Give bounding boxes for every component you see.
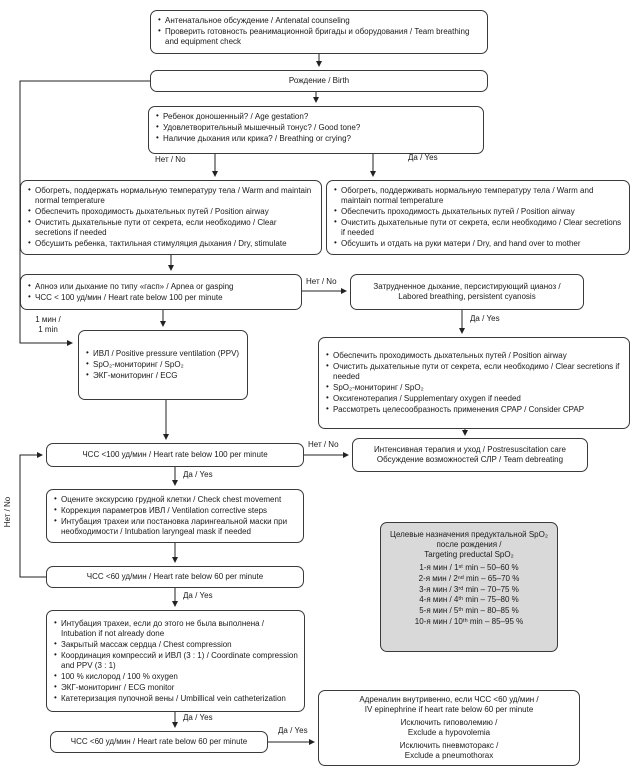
branch-label-yes: Да / Yes	[183, 470, 213, 479]
postresus-line: Интенсивная терапия и уход / Postresusci…	[374, 445, 566, 454]
epinephrine-line: Исключить гиповолемию /	[400, 718, 498, 727]
compress-item: Координация компрессий и ИВЛ (3 : 1) / C…	[53, 650, 298, 671]
oxygen-item: SpO₂-мониторинг / SpO₂	[325, 382, 623, 393]
ppv-item: ИВЛ / Positive pressure ventilation (PPV…	[85, 348, 239, 359]
labored-breathing-box: Затрудненное дыхание, персистирующий циа…	[350, 274, 584, 310]
compress-item: Интубация трахеи, если до этого не была …	[53, 618, 298, 639]
hr-below-60-repeat-label: ЧСС <60 уд/мин / Heart rate below 60 per…	[70, 737, 248, 746]
check-item: Интубация трахеи или постановка ларингеа…	[53, 516, 297, 537]
oxygen-item: Очистить дыхательные пути от секрета, ес…	[325, 361, 623, 382]
branch-label-no-vertical: Нет / No	[3, 496, 12, 528]
compress-item: ЭКГ-мониторинг / ECG monitor	[53, 682, 298, 693]
apnea-gasping-box: Апноэ или дыхание по типу «гасп» / Apnea…	[20, 274, 302, 310]
epinephrine-line: Exclude a pneumothorax	[404, 751, 494, 760]
warm-yes-item: Обсушить и отдать на руки матери / Dry, …	[333, 238, 623, 249]
warm-no-item: Очистить дыхательные пути от секрета, ес…	[27, 217, 315, 238]
branch-label-no: Нет / No	[306, 277, 337, 286]
ventilation-corrective-box: Оцените экскурсию грудной клетки / Check…	[46, 489, 304, 543]
warm-no-item: Обсушить ребенка, тактильная стимуляция …	[27, 238, 315, 249]
spo2-target-row: 3-я мин / 3ʳᵈ min – 70–75 %	[419, 584, 519, 594]
birth-label: Рождение / Birth	[288, 76, 350, 85]
spo2-target-row: 2-я мин / 2ⁿᵈ min – 65–70 %	[418, 573, 520, 583]
spo2-target-row: 1-я мин / 1ˢᵗ min – 50–60 %	[419, 563, 519, 572]
initial-assessment-box: Ребенок доношенный? / Age gestation? Удо…	[148, 106, 484, 154]
spo2-targets-box: Целевые назначения предуктальной SpO₂ по…	[380, 522, 558, 652]
labored-line: Затрудненное дыхание, персистирующий циа…	[373, 282, 561, 291]
epinephrine-line: IV epinephrine if heart rate below 60 pe…	[364, 705, 534, 714]
hr-below-60-box: ЧСС <60 уд/мин / Heart rate below 60 per…	[46, 566, 304, 588]
spo2-title-line: после рождения /	[436, 540, 502, 549]
postresuscitation-box: Интенсивная терапия и уход / Postresusci…	[352, 438, 588, 472]
warm-yes-item: Очистить дыхательные пути от секрета, ес…	[333, 217, 623, 238]
ppv-item: SpO₂-мониторинг / SpO₂	[85, 359, 239, 370]
antenatal-item: Проверить готовность реанимационной бриг…	[157, 26, 481, 47]
one-minute-label: 1 мин / 1 min	[35, 315, 61, 334]
apnea-item: ЧСС < 100 уд/мин / Heart rate below 100 …	[27, 292, 234, 303]
branch-label-yes: Да / Yes	[278, 726, 308, 735]
epinephrine-line: Exclude a hypovolemia	[407, 728, 491, 737]
spo2-target-row: 10-я мин / 10ᵗʰ min – 85–95 %	[414, 616, 524, 626]
epinephrine-line: Исключить пневмоторакс /	[399, 741, 499, 750]
chest-compression-box: Интубация трахеи, если до этого не была …	[46, 610, 305, 712]
ppv-box: ИВЛ / Positive pressure ventilation (PPV…	[78, 330, 248, 400]
check-item: Коррекция параметров ИВЛ / Ventilation c…	[53, 505, 297, 516]
postresus-line: Обсуждение возможностей СЛР / Team debre…	[376, 455, 564, 464]
epinephrine-line: Адреналин внутривенно, если ЧСС <60 уд/м…	[359, 695, 539, 704]
birth-box: Рождение / Birth	[150, 70, 488, 92]
warm-no-item: Обеспечить проходимость дыхательных путе…	[27, 206, 315, 217]
labored-line: Labored breathing, persistent cyanosis	[398, 292, 536, 301]
compress-item: Катетеризация пупочной вены / Umbillical…	[53, 693, 298, 704]
assessment-item: Наличие дыхания или крика? / Breathing o…	[155, 133, 477, 144]
branch-label-yes: Да / Yes	[183, 591, 213, 600]
warm-stimulate-box: Обогреть, поддержать нормальную температ…	[20, 180, 322, 255]
routine-care-box: Обогреть, поддерживать нормальную темпер…	[326, 180, 630, 255]
oxygen-item: Обеспечить проходимость дыхательных путе…	[325, 350, 623, 361]
branch-label-yes: Да / Yes	[408, 153, 438, 162]
epinephrine-box: Адреналин внутривенно, если ЧСС <60 уд/м…	[318, 690, 580, 766]
apnea-item: Апноэ или дыхание по типу «гасп» / Apnea…	[27, 281, 234, 292]
spo2-target-row: 4-я мин / 4ᵗʰ min – 75–80 %	[419, 595, 519, 605]
hr-below-100-box: ЧСС <100 уд/мин / Heart rate below 100 p…	[46, 443, 304, 467]
assessment-item: Ребенок доношенный? / Age gestation?	[155, 111, 477, 122]
hr-below-100-label: ЧСС <100 уд/мин / Heart rate below 100 p…	[82, 450, 268, 459]
ppv-item: ЭКГ-мониторинг / ECG	[85, 370, 239, 381]
spo2-title-line: Targeting preductal SpO₂	[424, 550, 514, 559]
spo2-target-row: 5-я мин / 5ᵗʰ min – 80–85 %	[419, 606, 519, 616]
branch-label-yes: Да / Yes	[470, 314, 500, 323]
compress-item: Закрытый массаж сердца / Chest compressi…	[53, 639, 298, 650]
hr-below-60-repeat-box: ЧСС <60 уд/мин / Heart rate below 60 per…	[50, 731, 268, 753]
compress-item: 100 % кислород / 100 % oxygen	[53, 671, 298, 682]
warm-yes-item: Обогреть, поддерживать нормальную темпер…	[333, 185, 623, 206]
assessment-item: Удовлетворительный мышечный тонус? / Goo…	[155, 122, 477, 133]
branch-label-yes: Да / Yes	[183, 713, 213, 722]
branch-label-no: Нет / No	[308, 440, 339, 449]
antenatal-item: Антенатальное обсуждение / Antenatal cou…	[157, 15, 481, 26]
check-item: Оцените экскурсию грудной клетки / Check…	[53, 494, 297, 505]
oxygen-item: Рассмотреть целесообразность применения …	[325, 404, 623, 415]
antenatal-counseling-box: Антенатальное обсуждение / Antenatal cou…	[150, 10, 488, 54]
warm-yes-item: Обеспечить проходимость дыхательных путе…	[333, 206, 623, 217]
spo2-title-line: Целевые назначения предуктальной SpO₂	[390, 530, 548, 539]
oxygen-cpap-box: Обеспечить проходимость дыхательных путе…	[318, 337, 630, 429]
oxygen-item: Оксигенотерапия / Supplementary oxygen i…	[325, 393, 623, 404]
hr-below-60-label: ЧСС <60 уд/мин / Heart rate below 60 per…	[86, 572, 264, 581]
branch-label-no: Нет / No	[155, 155, 186, 164]
warm-no-item: Обогреть, поддержать нормальную температ…	[27, 185, 315, 206]
